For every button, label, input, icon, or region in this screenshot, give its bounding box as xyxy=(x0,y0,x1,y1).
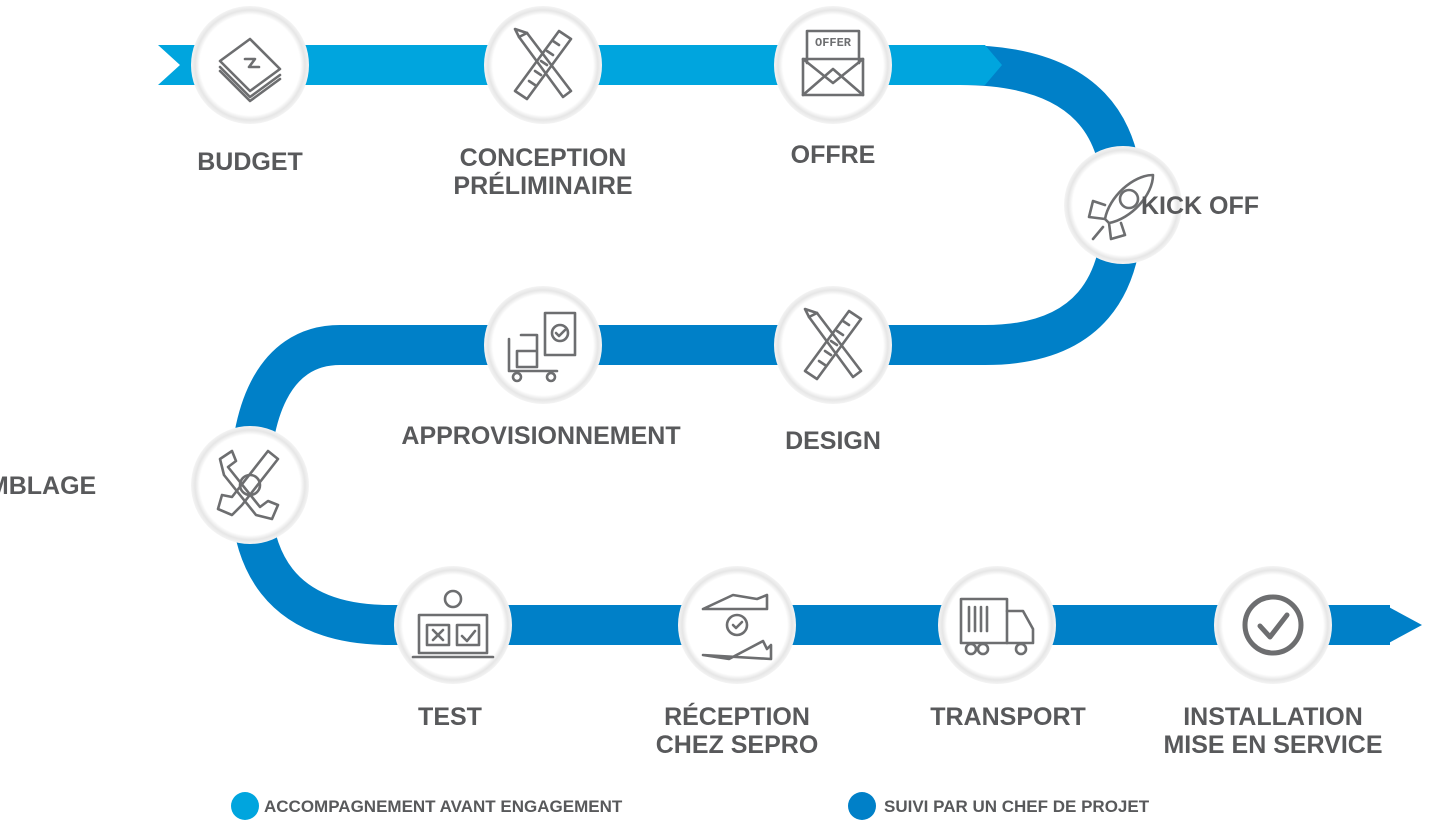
legend-pre-engagement: ACCOMPAGNEMENT AVANT ENGAGEMENT xyxy=(264,797,623,816)
cart-clipboard-icon xyxy=(507,311,577,383)
step-label-assemblage: ASSEMBLAGE xyxy=(0,472,96,500)
step-design xyxy=(774,286,892,404)
step-label-budget: BUDGET xyxy=(197,148,303,176)
step-label-transport: TRANSPORT xyxy=(930,703,1086,731)
offer-icon-text: OFFER xyxy=(815,36,852,50)
step-installation xyxy=(1214,566,1332,684)
step-label-installation: INSTALLATION xyxy=(1183,703,1363,731)
step-label-offre: OFFRE xyxy=(791,141,876,169)
pencil-ruler-icon xyxy=(513,27,573,101)
legend-dot-project-manager xyxy=(848,792,876,820)
step-transport xyxy=(938,566,1056,684)
step-circle xyxy=(938,566,1056,684)
step-label-design: DESIGN xyxy=(785,427,881,455)
step-circle xyxy=(484,286,602,404)
step-label-reception: CHEZ SEPRO xyxy=(656,731,819,759)
pencil-ruler-icon xyxy=(803,307,863,381)
step-label-installation: MISE EN SERVICE xyxy=(1163,731,1382,759)
step-offre: OFFER xyxy=(774,6,892,124)
step-approvisionnement xyxy=(484,286,602,404)
step-reception xyxy=(678,566,796,684)
step-conception xyxy=(484,6,602,124)
step-circle xyxy=(1214,566,1332,684)
step-label-kickoff: KICK OFF xyxy=(1141,192,1259,220)
step-label-test: TEST xyxy=(418,703,482,731)
step-test xyxy=(394,566,512,684)
step-circle xyxy=(484,6,602,124)
truck-icon xyxy=(959,597,1035,656)
step-label-reception: RÉCEPTION xyxy=(664,702,810,731)
step-circle xyxy=(774,286,892,404)
legend-dot-pre-engagement xyxy=(231,792,259,820)
step-budget xyxy=(191,6,309,124)
wrenches-icon xyxy=(216,449,280,521)
legend-project-manager: SUIVI PAR UN CHEF DE PROJET xyxy=(884,797,1150,816)
step-circle xyxy=(394,566,512,684)
step-circle xyxy=(191,426,309,544)
hands-check-icon xyxy=(701,593,773,661)
step-label-conception: CONCEPTION xyxy=(460,144,627,172)
step-assemblage xyxy=(191,426,309,544)
step-label-approvisionnement: APPROVISIONNEMENT xyxy=(401,422,680,450)
money-stack-icon xyxy=(218,37,282,103)
step-label-conception: PRÉLIMINAIRE xyxy=(453,171,632,200)
step-circle xyxy=(678,566,796,684)
check-circle-icon xyxy=(1242,594,1304,656)
offer-envelope-icon xyxy=(801,29,865,97)
end-arrowhead xyxy=(1385,605,1422,645)
test-checklist-icon xyxy=(411,589,495,659)
step-kickoff xyxy=(1064,146,1182,264)
project-manager-path xyxy=(229,45,1390,645)
step-circle xyxy=(774,6,892,124)
rocket-icon xyxy=(1087,173,1155,241)
